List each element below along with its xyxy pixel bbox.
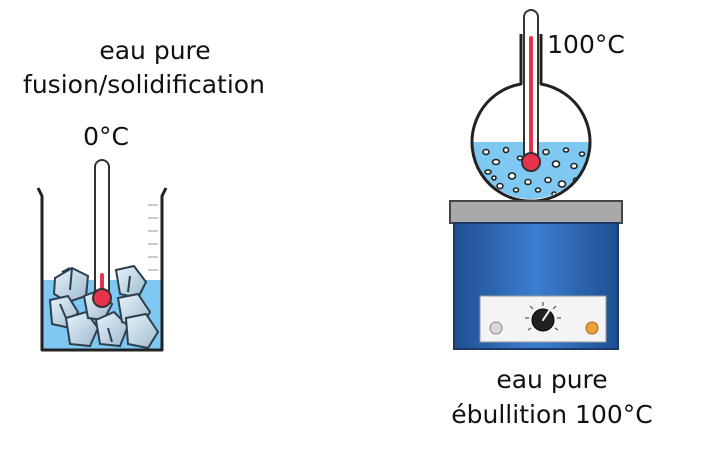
hot-plate-top <box>449 200 623 224</box>
right-temp-label: 100°C <box>547 30 625 59</box>
power-light-icon <box>489 321 503 335</box>
thermometer-right <box>521 9 541 172</box>
left-title-line1: eau pure <box>99 36 211 65</box>
beaker-graduations <box>148 204 158 271</box>
indicator-light-icon <box>585 321 599 335</box>
hot-plate <box>449 200 623 350</box>
right-caption-line2: ébullition 100°C <box>451 400 653 429</box>
right-caption-line1: eau pure <box>496 365 608 394</box>
thermometer-left <box>92 159 112 308</box>
ice-beaker <box>36 159 168 352</box>
left-title-line2: fusion/solidification <box>23 70 265 99</box>
left-temp-label: 0°C <box>83 122 129 151</box>
beaker-glass <box>36 187 168 352</box>
ice-cubes <box>48 264 160 350</box>
boiling-setup <box>449 9 623 350</box>
knob-ticks <box>525 302 561 331</box>
